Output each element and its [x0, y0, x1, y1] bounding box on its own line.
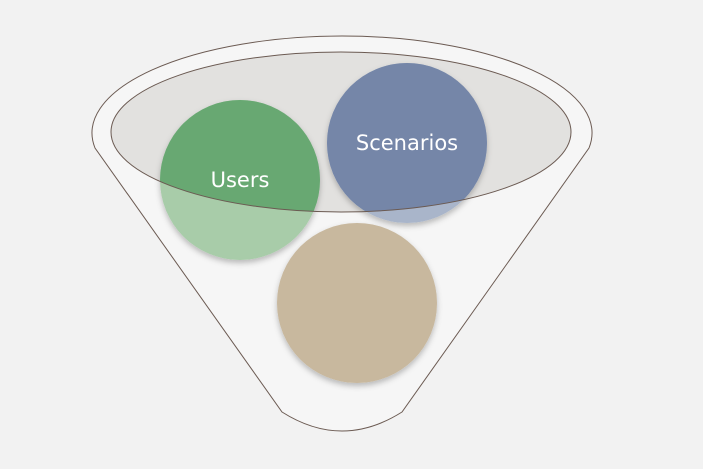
circle-users [160, 100, 320, 212]
funnel-mouth-outline [110, 51, 572, 213]
circle-scenarios [327, 63, 487, 212]
label-users: Users [211, 168, 270, 192]
label-scenarios: Scenarios [356, 131, 458, 155]
circle-third [277, 223, 437, 383]
